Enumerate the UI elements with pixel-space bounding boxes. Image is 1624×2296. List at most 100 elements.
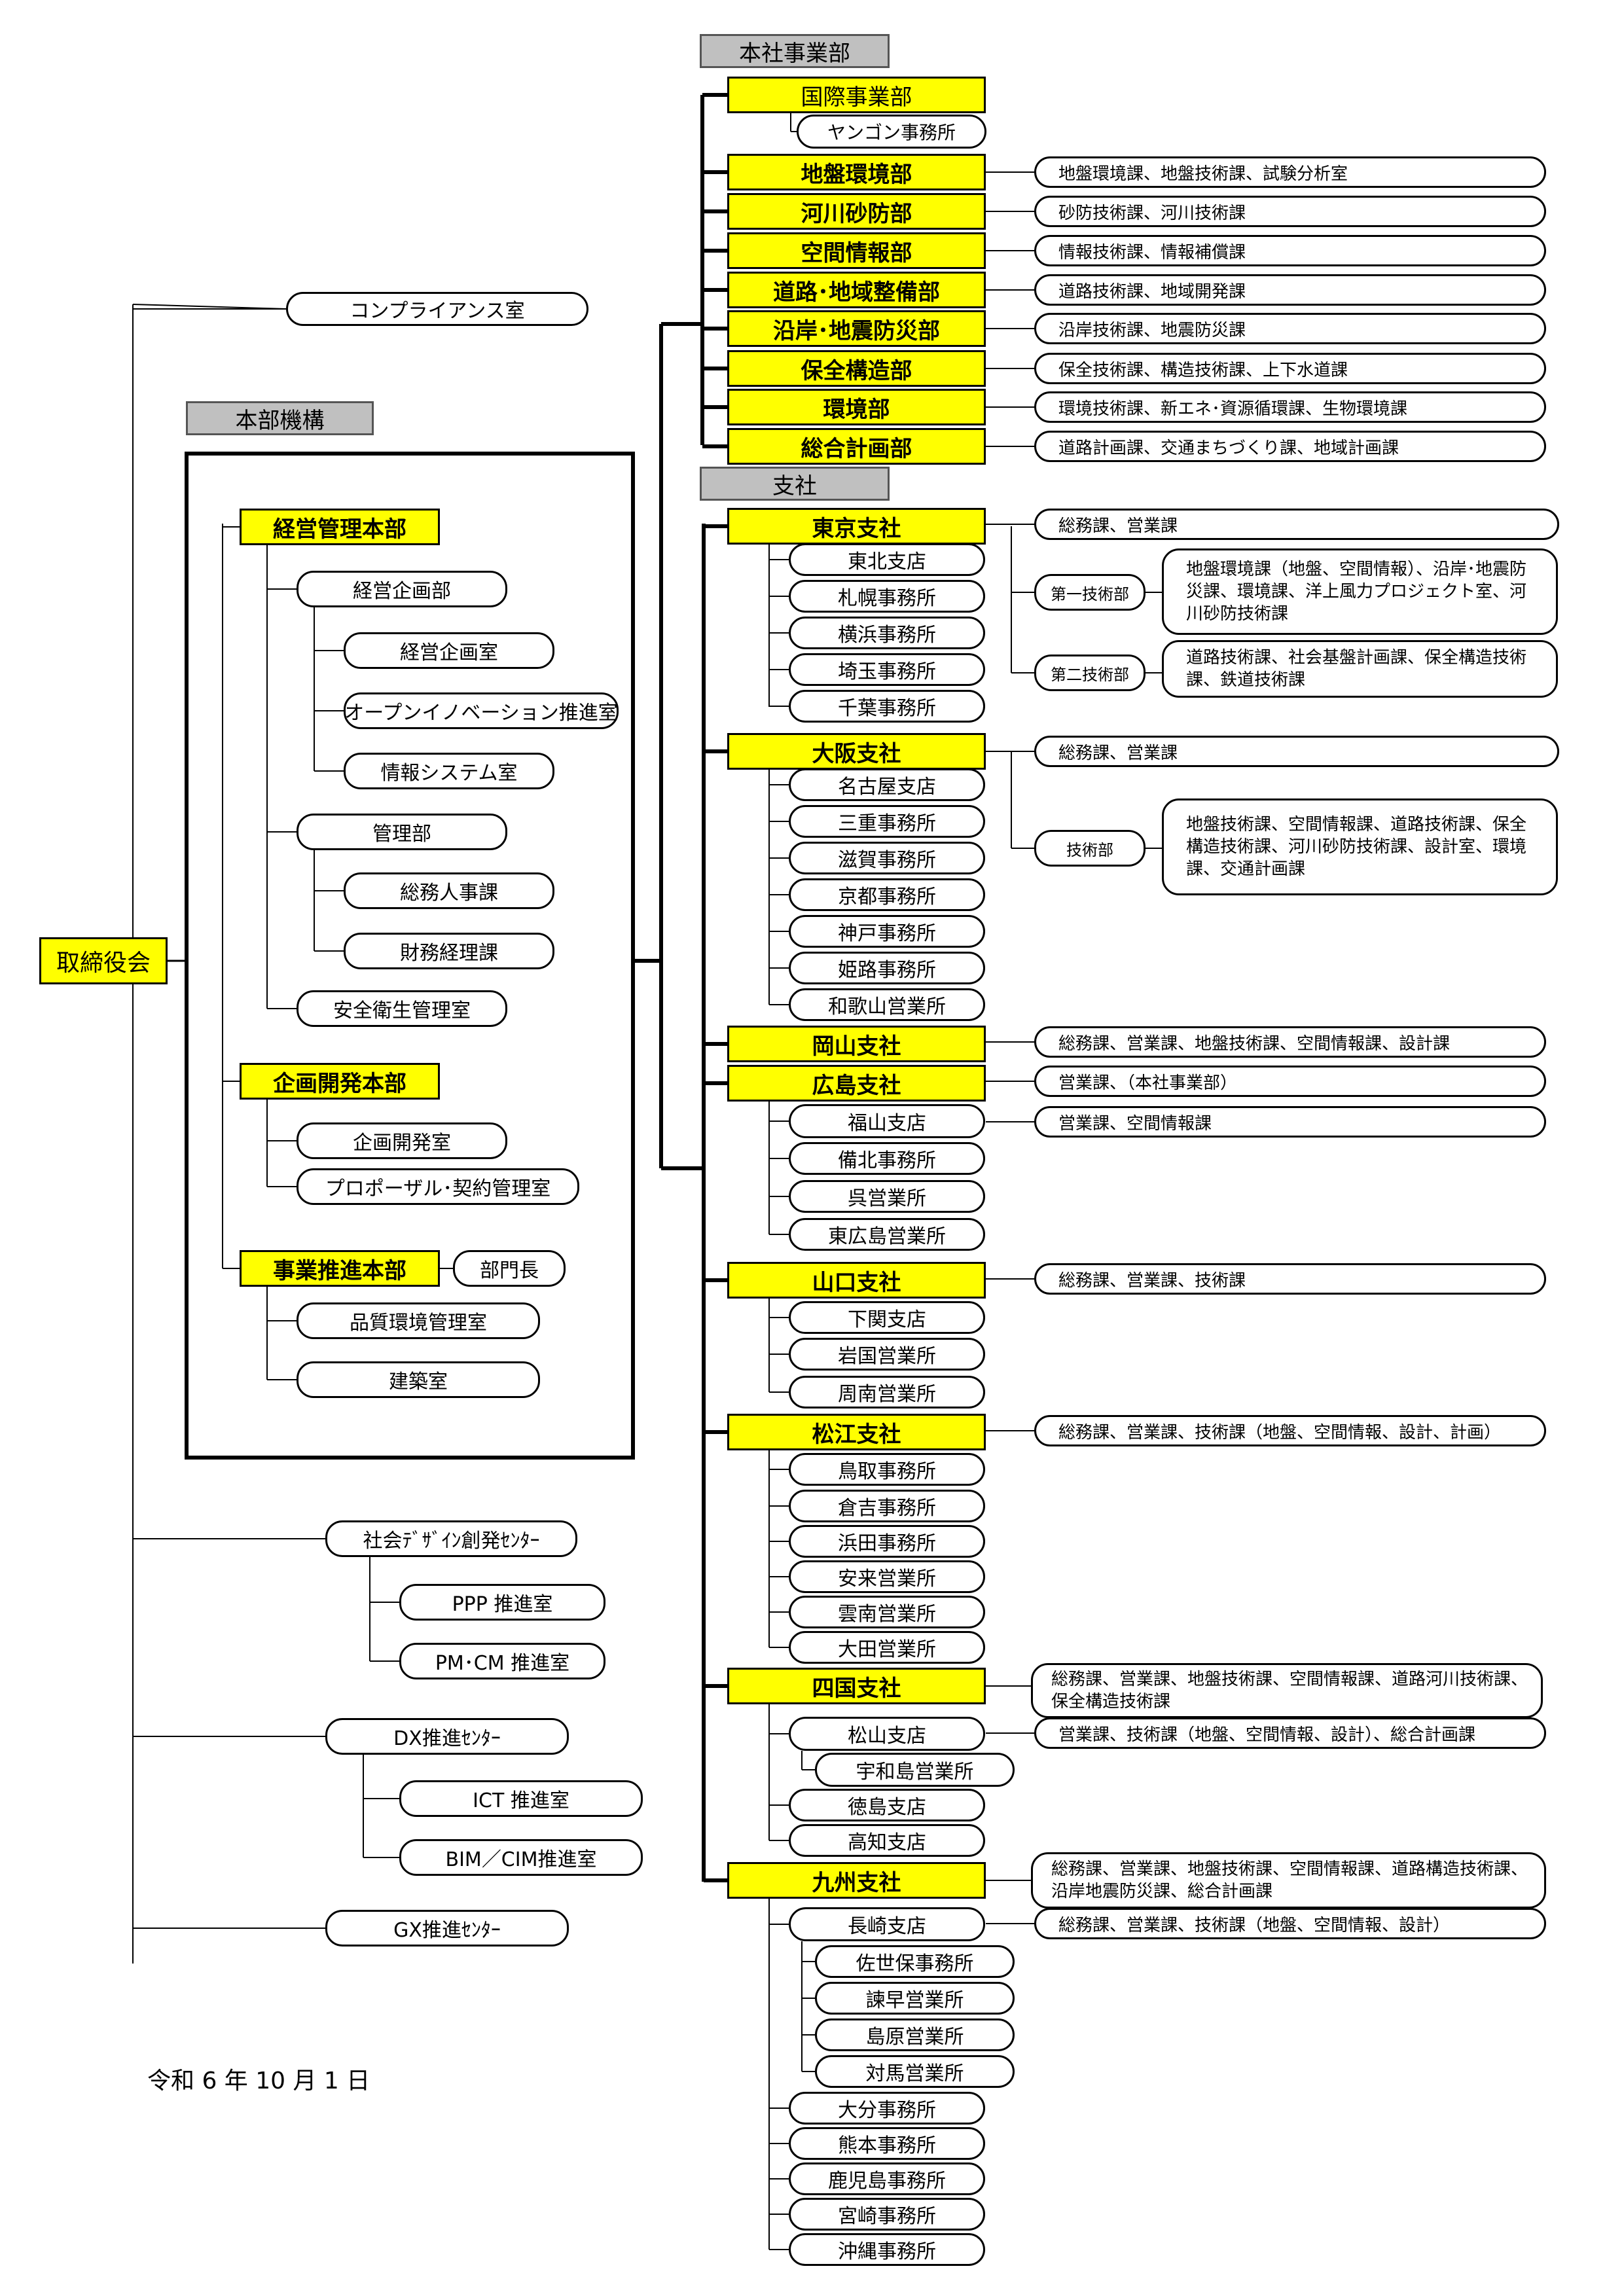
connector-line (132, 304, 287, 310)
hiroshima-detail: 営業課、（本社事業部） (1034, 1066, 1546, 1097)
branch-office: 姫路事務所 (789, 952, 985, 984)
proposal-office: プロポーザル･契約管理室 (297, 1168, 579, 1205)
tokyo-branch: 東京支社 (727, 508, 986, 545)
branch-office: 神戸事務所 (789, 915, 985, 948)
zaimu-keiri-ka: 財務経理課 (344, 933, 554, 969)
bumoncho: 部門長 (453, 1250, 566, 1287)
branch-office: 諫早営業所 (815, 1982, 1015, 2015)
branch-office: 倉吉事務所 (789, 1490, 985, 1522)
dx-center: DX推進ｾﾝﾀｰ (325, 1718, 569, 1755)
kikaku-kaihatsu-honbu: 企画開発本部 (240, 1063, 440, 1100)
division-detail: 保全技術課、構造技術課、上下水道課 (1034, 353, 1546, 384)
branch-office: 安来営業所 (789, 1560, 985, 1593)
division-box: 河川砂防部 (727, 193, 986, 230)
bim-office: BIM／CIM推進室 (399, 1839, 643, 1876)
shikoku-branch: 四国支社 (727, 1668, 986, 1704)
fukuyama-detail: 営業課、空間情報課 (1034, 1106, 1546, 1138)
branch-office: 沖縄事務所 (789, 2233, 985, 2266)
branch-office: 下関支店 (789, 1301, 985, 1334)
kikaku-kaihatsu-office: 企画開発室 (297, 1122, 507, 1159)
branch-office: 滋賀事務所 (789, 842, 985, 874)
kanri-bu: 管理部 (297, 814, 507, 850)
division-detail: 地盤環境課、地盤技術課、試験分析室 (1034, 156, 1546, 188)
division-box: 総合計画部 (727, 428, 986, 465)
keiei-honbu: 経営管理本部 (240, 509, 440, 545)
matsue-detail: 総務課、営業課、技術課（地盤、空間情報、設計、計画） (1034, 1415, 1546, 1446)
compliance-office: コンプライアンス室 (286, 292, 588, 326)
matsue-branch: 松江支社 (727, 1414, 986, 1450)
kokusai-division: 国際事業部 (727, 77, 986, 113)
yangon-office: ヤンゴン事務所 (797, 115, 986, 149)
nagasaki-detail: 総務課、営業課、技術課（地盤、空間情報、設計） (1034, 1908, 1546, 1939)
osaka-detail: 総務課、営業課 (1034, 736, 1559, 767)
branch-office: 東北支店 (789, 543, 985, 576)
division-box: 保全構造部 (727, 350, 986, 387)
business-header: 本社事業部 (700, 34, 890, 68)
kyushu-branch: 九州支社 (727, 1862, 986, 1899)
kyushu-detail: 総務課、営業課、地盤技術課、空間情報課、道路構造技術課、沿岸地震防災課、総合計画… (1031, 1852, 1546, 1909)
hiroshima-branch: 広島支社 (727, 1065, 986, 1102)
ict-office: ICT 推進室 (399, 1780, 643, 1817)
division-detail: 道路計画課、交通まちづくり課、地域計画課 (1034, 431, 1546, 462)
uwajima-office: 宇和島営業所 (815, 1753, 1015, 1787)
division-box: 道路･地域整備部 (727, 272, 986, 308)
division-box: 環境部 (727, 389, 986, 425)
joho-system-office: 情報システム室 (344, 753, 554, 789)
branch-office: 徳島支店 (789, 1789, 985, 1821)
osaka-tech-detail: 地盤技術課、空間情報課、道路技術課、保全構造技術課、河川砂防技術課、設計室、環境… (1162, 798, 1558, 895)
division-box: 空間情報部 (727, 232, 986, 269)
okayama-detail: 総務課、営業課、地盤技術課、空間情報課、設計課 (1034, 1026, 1546, 1058)
matsuyama-branch: 松山支店 (789, 1717, 985, 1751)
branch-office: 京都事務所 (789, 878, 985, 911)
division-detail: 情報技術課、情報補償課 (1034, 235, 1546, 266)
keiei-kikaku-shitsu: 経営企画室 (344, 632, 554, 669)
branch-office: 雲南営業所 (789, 1596, 985, 1628)
pmcm-office: PM･CM 推進室 (399, 1643, 605, 1679)
branch-office: 対馬営業所 (815, 2055, 1015, 2088)
branch-office: 名古屋支店 (789, 768, 985, 801)
branch-office: 岩国営業所 (789, 1338, 985, 1371)
division-box: 沿岸･地震防災部 (727, 310, 986, 347)
tokyo-tech1-detail: 地盤環境課（地盤、空間情報）、沿岸･地震防災課、環境課、洋上風力プロジェクト室、… (1162, 548, 1558, 635)
kenchiku-office: 建築室 (297, 1361, 540, 1398)
tokyo-tech2: 第二技術部 (1034, 655, 1146, 691)
branch-office: 埼玉事務所 (789, 653, 985, 686)
shikoku-detail: 総務課、営業課、地盤技術課、空間情報課、道路河川技術課、保全構造技術課 (1031, 1663, 1543, 1718)
division-detail: 砂防技術課、河川技術課 (1034, 196, 1546, 227)
branch-office: 大田営業所 (789, 1631, 985, 1664)
branch-office: 千葉事務所 (789, 690, 985, 723)
board-box: 取締役会 (39, 937, 168, 984)
effective-date: 令和 6 年 10 月 1 日 (147, 2068, 370, 2094)
branch-office: 三重事務所 (789, 805, 985, 838)
branch-office: 東広島営業所 (789, 1218, 985, 1251)
division-detail: 道路技術課、地域開発課 (1034, 274, 1546, 306)
gx-center: GX推進ｾﾝﾀｰ (325, 1910, 569, 1946)
tokyo-detail: 総務課、営業課 (1034, 509, 1559, 540)
osaka-branch: 大阪支社 (727, 733, 986, 770)
branch-office: 横浜事務所 (789, 617, 985, 649)
tokyo-tech2-detail: 道路技術課、社会基盤計画課、保全構造技術課、鉄道技術課 (1162, 640, 1558, 698)
tokyo-tech1: 第一技術部 (1034, 574, 1146, 611)
branch-office: 備北事務所 (789, 1142, 985, 1175)
yamaguchi-detail: 総務課、営業課、技術課 (1034, 1263, 1546, 1295)
branch-office: 宮崎事務所 (789, 2198, 985, 2231)
hq-header: 本部機構 (186, 401, 374, 435)
division-detail: 環境技術課、新エネ･資源循環課、生物環境課 (1034, 391, 1546, 423)
osaka-tech: 技術部 (1034, 830, 1146, 867)
branch-office: 島原営業所 (815, 2018, 1015, 2051)
branch-office: 浜田事務所 (789, 1525, 985, 1558)
division-box: 地盤環境部 (727, 154, 986, 190)
branch-office: 周南営業所 (789, 1376, 985, 1408)
branch-office: 熊本事務所 (789, 2127, 985, 2160)
branch-office: 鹿児島事務所 (789, 2162, 985, 2195)
branch-office: 鳥取事務所 (789, 1453, 985, 1486)
branch-office: 大分事務所 (789, 2092, 985, 2125)
anzen-eisei-office: 安全衛生管理室 (297, 990, 507, 1027)
branch-office: 佐世保事務所 (815, 1945, 1015, 1978)
somu-jinji-ka: 総務人事課 (344, 872, 554, 909)
ppp-office: PPP 推進室 (399, 1584, 605, 1621)
hinshitsu-office: 品質環境管理室 (297, 1302, 540, 1339)
open-innovation-office: オープンイノベーション推進室 (344, 692, 619, 729)
hq-frame (185, 452, 635, 1460)
